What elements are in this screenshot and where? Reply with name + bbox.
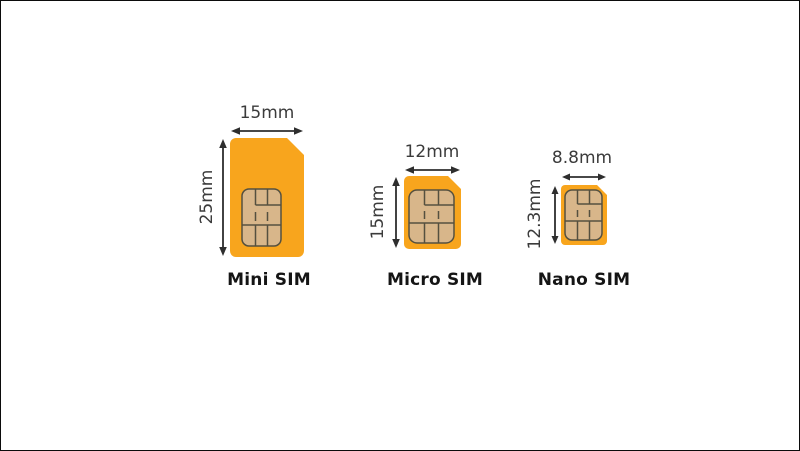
mini-sim-height-value: 25mm bbox=[197, 169, 217, 225]
nano-sim-label: Nano SIM bbox=[537, 270, 631, 290]
horizontal-dimension-arrow-icon bbox=[562, 173, 606, 181]
vertical-dimension-arrow-icon bbox=[219, 139, 227, 256]
micro-sim-label: Micro SIM bbox=[386, 270, 484, 290]
mini-sim-card bbox=[230, 138, 304, 257]
mini-sim-label: Mini SIM bbox=[227, 270, 311, 290]
vertical-dimension-arrow-icon bbox=[551, 186, 559, 244]
vertical-dimension-arrow-icon bbox=[392, 177, 400, 248]
horizontal-dimension-arrow-icon bbox=[405, 166, 460, 174]
nano-sim-width-value: 8.8mm bbox=[551, 148, 613, 168]
micro-sim-height-value: 15mm bbox=[368, 184, 388, 240]
horizontal-dimension-arrow-icon bbox=[231, 127, 303, 135]
nano-sim-card bbox=[561, 185, 607, 245]
sim-chip-contact-icon bbox=[408, 189, 455, 244]
mini-sim-width-value: 15mm bbox=[239, 103, 295, 123]
micro-sim-width-value: 12mm bbox=[404, 142, 460, 162]
micro-sim-card bbox=[404, 176, 461, 249]
nano-sim-height-value: 12.3mm bbox=[525, 178, 545, 250]
sim-chip-contact-icon bbox=[241, 188, 282, 247]
sim-chip-contact-icon bbox=[564, 189, 603, 241]
